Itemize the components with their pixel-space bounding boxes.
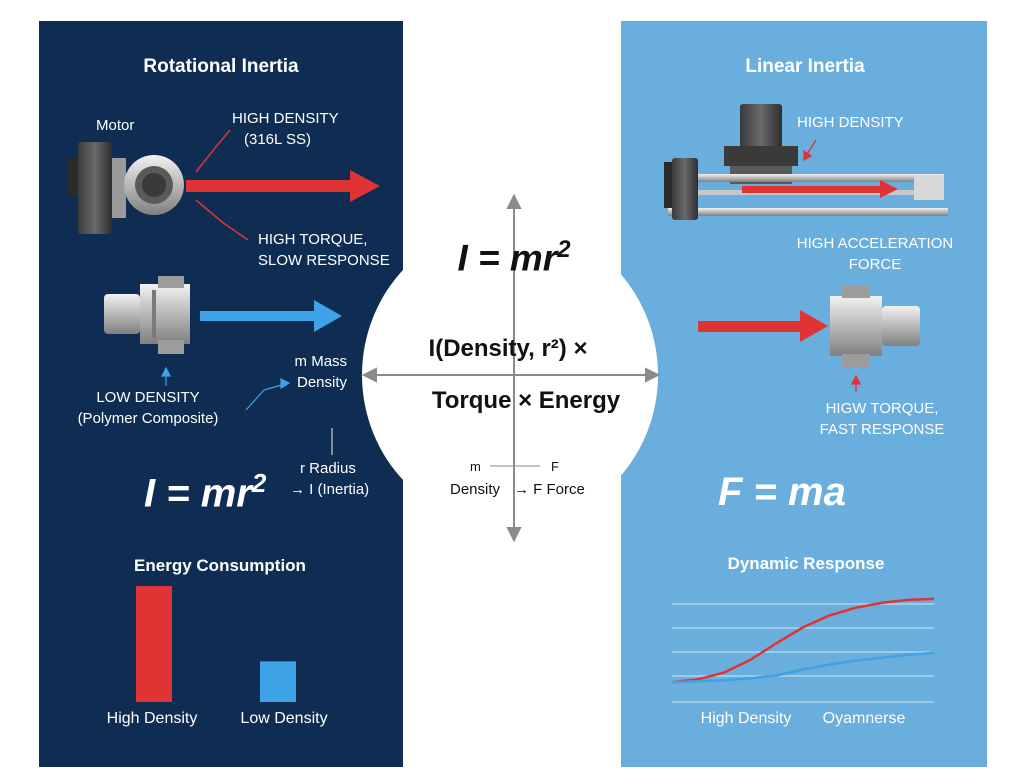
bar-1 <box>136 586 172 702</box>
linear-part-illustration <box>830 286 920 368</box>
line-x-label-1: High Density <box>700 710 792 727</box>
radius-inertia-label: r Radius→ I (Inertia) <box>290 460 370 498</box>
low-density-label: LOW DENSITY(Polymer Composite) <box>77 389 219 427</box>
dynamic-response-chart <box>671 597 935 703</box>
f-label: F <box>551 459 559 474</box>
rotational-title: Rotational Inertia <box>143 56 299 77</box>
high-torque-label-left: HIGH TORQUE,SLOW RESPONSE <box>258 231 390 269</box>
m-label: m <box>470 459 481 474</box>
callout-lines-right <box>803 139 862 392</box>
torque-energy-line: Torque × Energy <box>431 387 621 414</box>
acceleration-arrow-right <box>698 310 828 342</box>
force-label-center: → F Force <box>514 481 585 498</box>
callout-lines-left <box>195 129 249 241</box>
motor-illustration <box>68 142 184 234</box>
high-density-label-left: HIGH DENSITY(316L SS) <box>232 110 339 148</box>
high-density-arrow-left <box>186 170 380 202</box>
polymer-part-illustration <box>104 276 190 354</box>
linear-title: Linear Inertia <box>745 56 865 77</box>
density-radius-line: I(Density, r²) × <box>428 335 588 362</box>
center-axes <box>361 193 661 543</box>
callout-lines-left-blue <box>161 366 333 455</box>
dynamic-chart-title: Dynamic Response <box>727 554 885 573</box>
energy-consumption-chart <box>136 586 296 702</box>
series-line-2 <box>671 651 935 684</box>
inertia-equation-center: I = mr2 <box>457 236 571 279</box>
high-density-arrow-right <box>742 180 898 198</box>
energy-chart-title: Energy Consumption <box>134 556 306 575</box>
bar-2 <box>260 661 296 702</box>
low-density-arrow-left <box>200 300 342 332</box>
series-line-1 <box>671 597 935 684</box>
line-x-label-2: Oyamnerse <box>822 710 906 727</box>
density-label-center: Density <box>450 481 501 498</box>
motor-label: Motor <box>96 117 135 134</box>
inertia-equation-left: I = mr2 <box>144 468 267 516</box>
high-density-label-right: HIGH DENSITY <box>797 114 904 131</box>
linear-panel <box>621 21 987 767</box>
bar-label-2: Low Density <box>240 710 328 727</box>
torque-fast-label: HIGW TORQUE,FAST RESPONSE <box>819 400 945 438</box>
force-equation: F = ma <box>718 470 846 514</box>
bar-label-1: High Density <box>106 710 198 727</box>
